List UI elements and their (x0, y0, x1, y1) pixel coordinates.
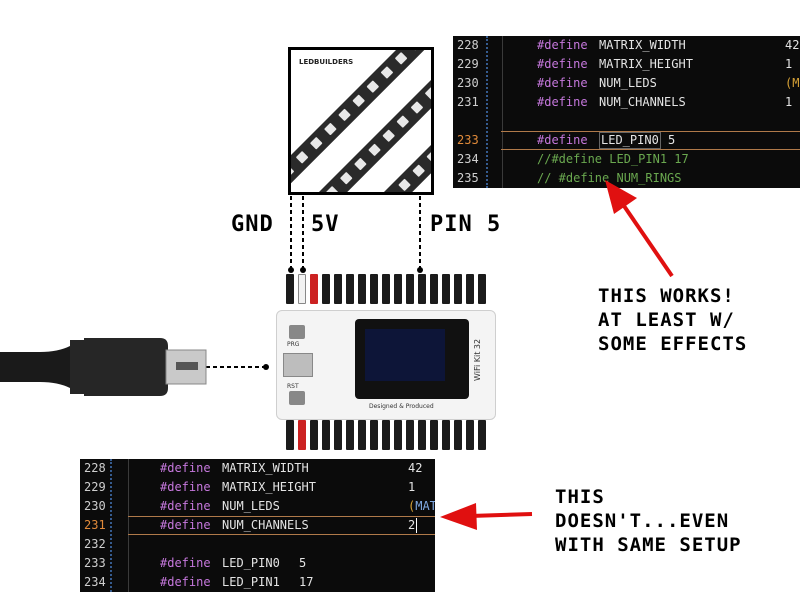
keyword: #define (537, 76, 588, 90)
macro-value: 17 (299, 575, 314, 589)
prg-button (289, 325, 305, 339)
macro-value: 1 (785, 57, 793, 71)
macro-value: 5 (299, 556, 307, 570)
macro-value: 42 (408, 461, 423, 475)
line-number: 232 (84, 537, 106, 551)
board-caption: Designed & Produced (369, 403, 434, 410)
line-number: 235 (457, 171, 479, 185)
macro-value: 1 (785, 95, 793, 109)
macro-name: MATRIX_HEIGHT (222, 480, 316, 494)
text-cursor (416, 518, 417, 533)
keyword: #define (537, 95, 588, 109)
doesnt-line-2: DOESN'T...EVEN (555, 510, 730, 532)
line-number: 234 (84, 575, 106, 589)
keyword: #define (537, 57, 588, 71)
macro-name: MATRIX_HEIGHT (599, 57, 693, 71)
usb-port (283, 353, 313, 377)
macro-name: LED_PIN0 (222, 556, 280, 570)
macro-name: LED_PIN1 (222, 575, 280, 589)
rst-button (289, 391, 305, 405)
keyword: #define (160, 499, 211, 513)
line-number: 230 (457, 76, 479, 90)
works-line-3: SOME EFFECTS (598, 333, 748, 355)
rst-label: RST (287, 383, 299, 390)
doesnt-line-1: THIS (555, 486, 605, 508)
line-number: 234 (457, 152, 479, 166)
line-number: 231 (84, 518, 106, 532)
keyword: #define (160, 480, 211, 494)
macro-name: LED_PIN0 (599, 132, 661, 149)
comment-line: // #define NUM_RINGS (537, 171, 682, 185)
pin5-label: PIN 5 (430, 212, 502, 237)
red-arrow-bottom (440, 503, 533, 530)
line-number: 229 (84, 480, 106, 494)
works-line-1: THIS WORKS! (598, 285, 735, 307)
5v-label: 5V (311, 212, 340, 237)
doesnt-note: THIS DOESN'T...EVEN WITH SAME SETUP (555, 485, 742, 557)
led-strip-image: LEDBUILDERS (288, 47, 434, 195)
line-number: 228 (457, 38, 479, 52)
keyword: #define (160, 575, 211, 589)
line-number: 231 (457, 95, 479, 109)
prg-label: PRG (287, 341, 300, 348)
line-number: 228 (84, 461, 106, 475)
usb-cable (0, 338, 207, 396)
macro-value: 2 (408, 518, 416, 532)
bottom-header-pins (284, 420, 494, 454)
oled-display (355, 319, 469, 399)
macro-name: MATRIX_WIDTH (599, 38, 686, 52)
doesnt-line-3: WITH SAME SETUP (555, 534, 742, 556)
line-number: 230 (84, 499, 106, 513)
line-number: 229 (457, 57, 479, 71)
line-number: 233 (84, 556, 106, 570)
macro-name: NUM_CHANNELS (599, 95, 686, 109)
brand-logo: LEDBUILDERS (299, 58, 354, 66)
macro-value: 42 (785, 38, 800, 52)
macro-value: (M (785, 76, 800, 90)
keyword: #define (160, 461, 211, 475)
macro-name: MATRIX_WIDTH (222, 461, 309, 475)
gnd-label: GND (231, 212, 274, 237)
works-line-2: AT LEAST W/ (598, 309, 735, 331)
works-note: THIS WORKS! AT LEAST W/ SOME EFFECTS (598, 284, 747, 356)
macro-name: NUM_CHANNELS (222, 518, 309, 532)
keyword: #define (160, 518, 211, 532)
keyword: #define (160, 556, 211, 570)
keyword: #define (537, 133, 588, 147)
wifi-kit-32-board: PRG RST WiFi Kit 32 Designed & Produced (276, 310, 496, 420)
macro-name: NUM_LEDS (599, 76, 657, 90)
comment-line: //#define LED_PIN1 17 (537, 152, 689, 166)
macro-value: 5 (668, 133, 676, 147)
line-number: 233 (457, 133, 479, 147)
macro-value: (MAT (408, 499, 435, 513)
red-arrow-top (605, 180, 674, 278)
keyword: #define (537, 38, 588, 52)
top-header-pins (284, 274, 494, 308)
macro-value: 1 (408, 480, 416, 494)
board-name: WiFi Kit 32 (473, 338, 482, 381)
macro-name: NUM_LEDS (222, 499, 280, 513)
